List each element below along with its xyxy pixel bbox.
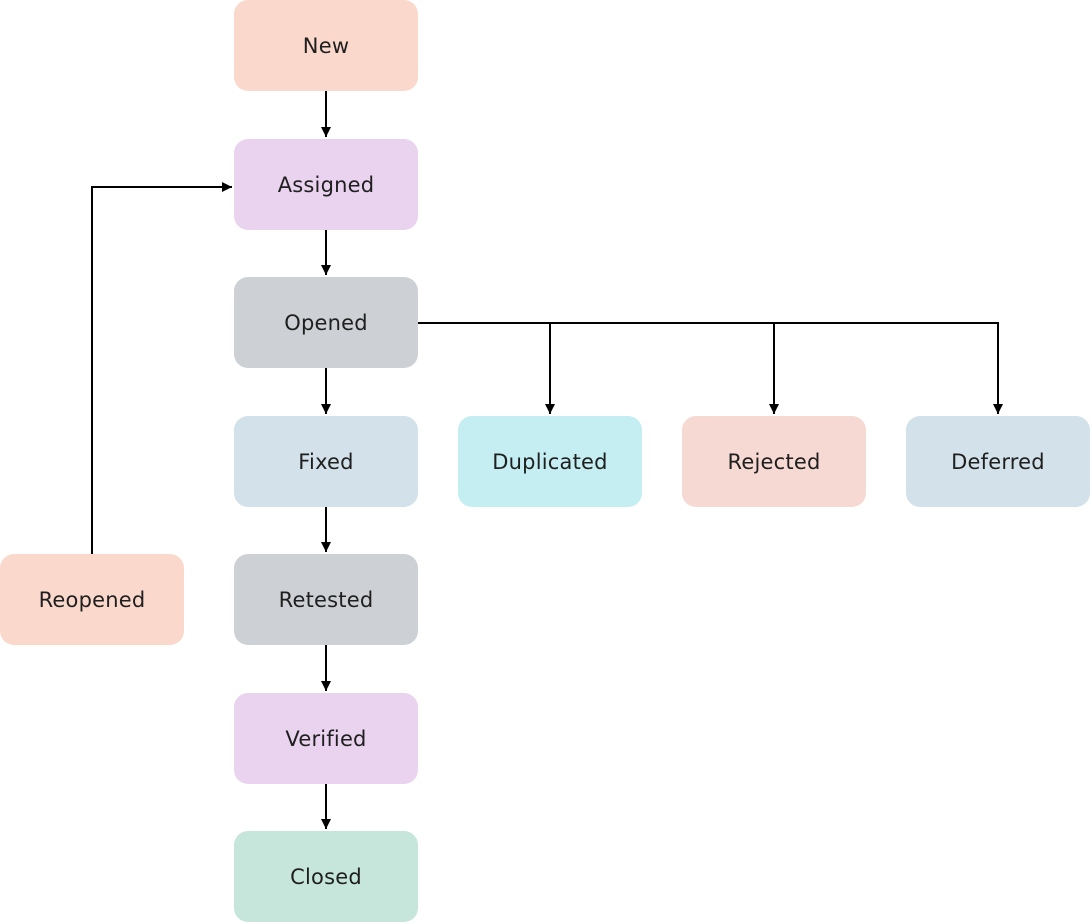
edge-opened-rejected [550,322,779,414]
node-duplicated: Duplicated [458,416,642,507]
node-closed: Closed [234,831,418,922]
node-deferred: Deferred [906,416,1090,507]
node-assigned: Assigned [234,139,418,230]
node-rejected: Rejected [682,416,866,507]
edge-opened-deferred [774,322,1003,414]
node-verified: Verified [234,693,418,784]
node-fixed: Fixed [234,416,418,507]
node-reopened: Reopened [0,554,184,645]
node-retested: Retested [234,554,418,645]
node-new: New [234,0,418,91]
edge-reopened-assigned [91,182,232,554]
node-opened: Opened [234,277,418,368]
edge-opened-duplicated [418,322,555,414]
